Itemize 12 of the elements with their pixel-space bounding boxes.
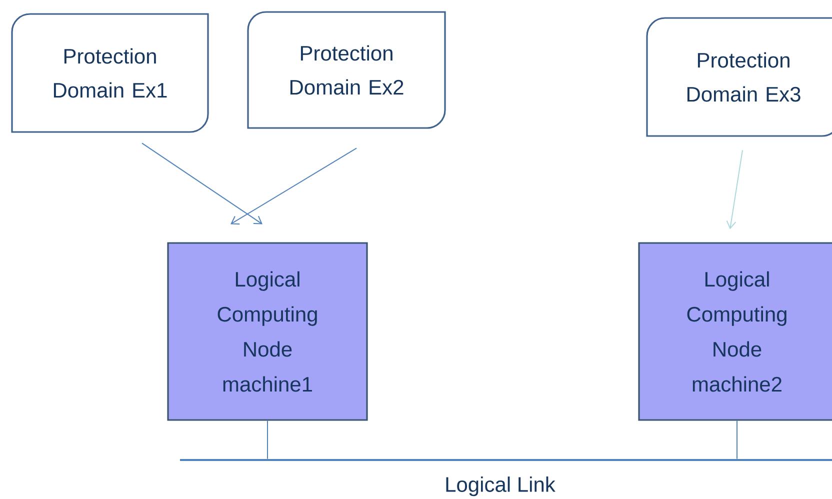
domain-box: Protection Domain Ex3: [646, 17, 832, 137]
arrow: [142, 142, 262, 224]
arrow: [726, 150, 743, 230]
domain-box: Protection Domain Ex1: [11, 13, 209, 133]
link-label: Logical Link: [446, 476, 556, 496]
connector-line: [267, 420, 268, 460]
arrow: [230, 148, 357, 224]
connector-line: [736, 420, 738, 460]
link-line: [180, 459, 832, 461]
computing-node-box: Logical Computing Node machine2: [638, 242, 832, 421]
computing-node-box: Logical Computing Node machine1: [167, 242, 368, 421]
domain-box: Protection Domain Ex2: [247, 11, 446, 129]
